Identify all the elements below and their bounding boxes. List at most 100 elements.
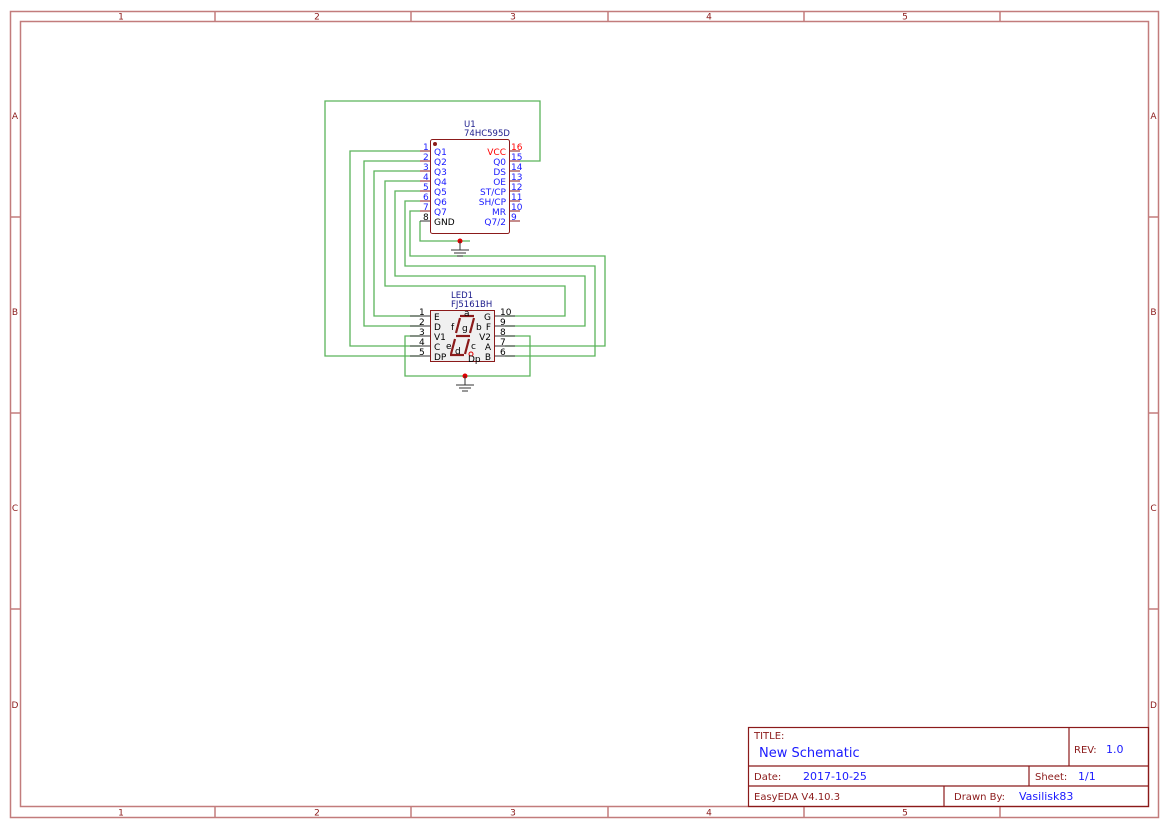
row-label: C bbox=[12, 504, 18, 514]
u1-pin-number: 5 bbox=[423, 183, 429, 193]
segment-label: d bbox=[455, 347, 461, 357]
outer-border bbox=[9, 10, 1160, 819]
col-label: 1 bbox=[118, 809, 124, 819]
segment-label: g bbox=[462, 324, 468, 334]
led1-pin-number: 8 bbox=[500, 328, 506, 338]
row-label: B bbox=[12, 308, 18, 318]
u1-pin-label: MR bbox=[492, 208, 506, 218]
u1-pin-label: ST/CP bbox=[480, 188, 507, 198]
pin1-marker-icon bbox=[433, 142, 437, 146]
sheet-value: 1/1 bbox=[1078, 770, 1096, 783]
wire-q7-a[interactable] bbox=[409, 210, 606, 347]
led1-pin-label: E bbox=[434, 313, 440, 323]
wire-u1-gnd[interactable] bbox=[419, 221, 470, 242]
u1-pin-number: 13 bbox=[511, 173, 522, 183]
col-label: 1 bbox=[118, 13, 124, 23]
u1-pin-number: 14 bbox=[511, 163, 523, 173]
col-label: 2 bbox=[314, 13, 320, 23]
u1-designator: U1 bbox=[464, 120, 476, 130]
ground-symbol-u1[interactable] bbox=[451, 238, 469, 257]
segment-dp bbox=[468, 351, 474, 357]
col-label: 4 bbox=[706, 13, 712, 23]
software-version: EasyEDA V4.10.3 bbox=[754, 792, 840, 803]
wire-q1-c[interactable] bbox=[349, 150, 420, 347]
led1-pin-number: 7 bbox=[500, 338, 506, 348]
u1-pin-number: 10 bbox=[511, 203, 523, 213]
segment-b bbox=[468, 317, 476, 334]
u1-pin-label: Q0 bbox=[493, 158, 506, 168]
u1-pin-number: 11 bbox=[511, 193, 522, 203]
u1-pin-label: SH/CP bbox=[479, 198, 507, 208]
sheet-frame: 1 2 3 4 5 1 2 3 4 5 A B C D A B C D bbox=[9, 10, 1160, 819]
u1-pin-number: 16 bbox=[511, 143, 523, 153]
col-label: 3 bbox=[510, 809, 516, 819]
component-led1[interactable]: LED1 FJ5161BH 1 2 3 4 5 E D V1 C DP 10 9… bbox=[410, 291, 515, 365]
schematic-title: New Schematic bbox=[759, 746, 860, 761]
drawn-by-label: Drawn By: bbox=[954, 792, 1005, 803]
u1-pin-label: DS bbox=[493, 168, 506, 178]
u1-pin-number: 9 bbox=[511, 213, 517, 223]
led1-pin-label: V2 bbox=[479, 333, 491, 343]
u1-pin-label: GND bbox=[434, 218, 455, 228]
u1-pin-label: Q7 bbox=[434, 208, 447, 218]
segment-c bbox=[463, 338, 471, 355]
segment-label: Dp bbox=[468, 355, 481, 365]
row-label: A bbox=[12, 112, 19, 122]
u1-pin-label: Q3 bbox=[434, 168, 447, 178]
wire-q3-e[interactable] bbox=[373, 170, 420, 317]
u1-pin-number: 1 bbox=[423, 143, 429, 153]
row-label: C bbox=[1150, 504, 1156, 514]
led1-pin-label: D bbox=[434, 323, 441, 333]
row-label: B bbox=[1150, 308, 1156, 318]
row-label: D bbox=[12, 701, 19, 711]
u1-pin-number: 2 bbox=[423, 153, 429, 163]
led1-pin-number: 2 bbox=[419, 318, 425, 328]
row-label: A bbox=[1150, 112, 1157, 122]
col-label: 2 bbox=[314, 809, 320, 819]
u1-pin-label: Q5 bbox=[434, 188, 447, 198]
segment-label: e bbox=[446, 342, 452, 352]
u1-pin-label: Q7/2 bbox=[484, 218, 506, 228]
drawn-by-value: Vasilisk83 bbox=[1019, 790, 1073, 803]
u1-pin-number: 4 bbox=[423, 173, 429, 183]
led1-pin-label: F bbox=[486, 323, 491, 333]
wire-q0-dp[interactable] bbox=[324, 100, 541, 357]
led1-pin-label: V1 bbox=[434, 333, 446, 343]
led1-pin-label: A bbox=[485, 343, 492, 353]
led1-pin-label: DP bbox=[434, 353, 447, 363]
u1-pin-label: Q2 bbox=[434, 158, 447, 168]
wire-q5-f[interactable] bbox=[394, 190, 586, 327]
segment-label: f bbox=[451, 323, 455, 333]
led1-pin-number: 10 bbox=[500, 308, 512, 318]
rev-value: 1.0 bbox=[1106, 743, 1124, 756]
wire-q6-b[interactable] bbox=[404, 200, 596, 357]
ground-symbol-led1[interactable] bbox=[456, 373, 474, 392]
led1-part-number: FJ5161BH bbox=[451, 300, 492, 310]
u1-pin-number: 8 bbox=[423, 213, 429, 223]
segment-label: c bbox=[471, 342, 476, 352]
u1-pin-label: OE bbox=[493, 178, 506, 188]
segment-e bbox=[449, 338, 457, 355]
row-label: D bbox=[1150, 701, 1157, 711]
title-block-border bbox=[747, 726, 1150, 808]
wires bbox=[324, 100, 606, 377]
date-label: Date: bbox=[754, 772, 781, 783]
wire-q4-g[interactable] bbox=[384, 180, 566, 317]
component-u1[interactable]: U1 74HC595D 1 2 3 4 5 6 7 8 Q1 Q2 Q3 Q4 … bbox=[420, 120, 523, 234]
col-label: 5 bbox=[902, 13, 908, 23]
led1-pin-number: 6 bbox=[500, 348, 506, 358]
led1-pin-number: 3 bbox=[419, 328, 425, 338]
led1-pin-number: 5 bbox=[419, 348, 425, 358]
led1-pin-number: 9 bbox=[500, 318, 506, 328]
wire-q2-d[interactable] bbox=[363, 160, 420, 327]
date-value: 2017-10-25 bbox=[803, 770, 867, 783]
seven-segment-icon: a b c d e f g Dp bbox=[446, 309, 482, 365]
u1-pin-number: 15 bbox=[511, 153, 522, 163]
segment-f bbox=[454, 317, 462, 334]
led1-pin-number: 1 bbox=[419, 308, 425, 318]
sheet-label: Sheet: bbox=[1035, 772, 1067, 783]
led1-pin-number: 4 bbox=[419, 338, 425, 348]
u1-pin-number: 3 bbox=[423, 163, 429, 173]
segment-label: b bbox=[476, 323, 482, 333]
